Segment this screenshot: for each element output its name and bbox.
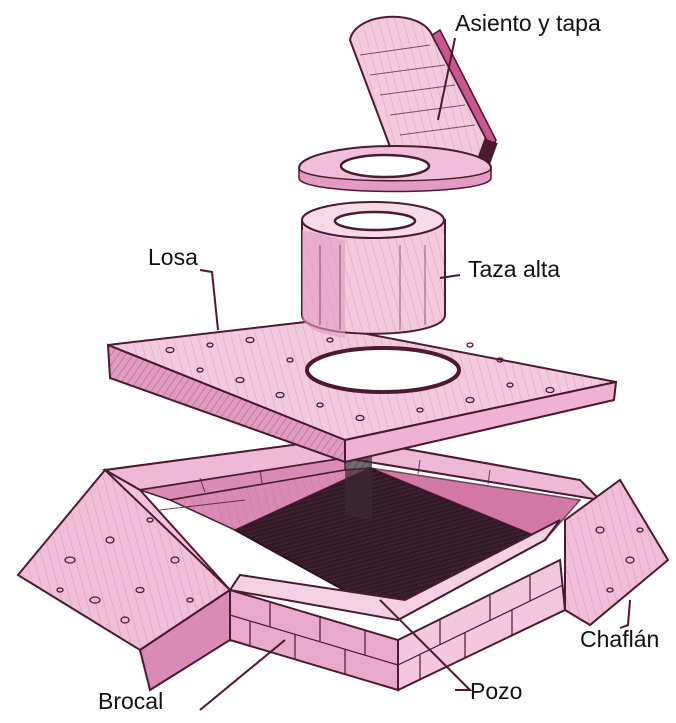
label-slab: Losa — [148, 246, 198, 269]
slab — [108, 322, 616, 462]
label-bevel: Chaflán — [580, 628, 659, 651]
seat-and-lid — [299, 17, 498, 192]
label-curb: Brocal — [98, 690, 163, 713]
bevel-right — [565, 480, 668, 625]
tall-bowl — [302, 202, 445, 338]
leader-bevel — [620, 600, 630, 628]
label-tall-bowl: Taza alta — [468, 258, 560, 281]
slab-hole — [307, 348, 459, 392]
leader-slab — [200, 270, 218, 330]
label-seat-and-lid: Asiento y tapa — [455, 12, 601, 35]
label-pit: Pozo — [470, 680, 522, 703]
